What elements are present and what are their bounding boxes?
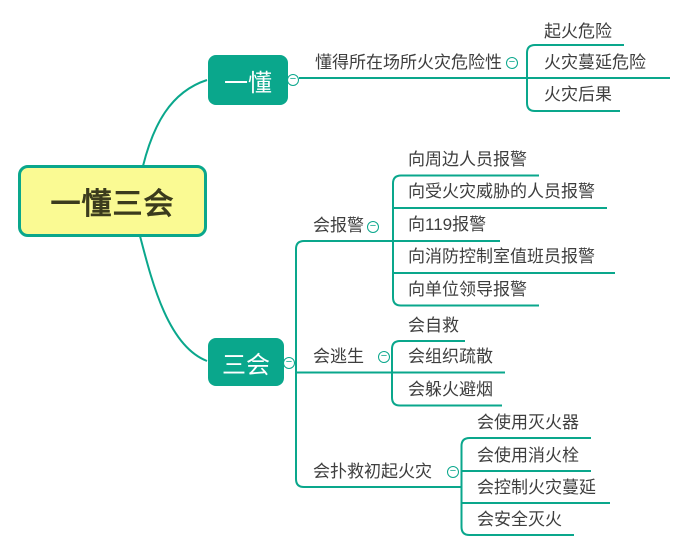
subtopic-xiang-shou-weixie-baojing[interactable]: 向受火灾威胁的人员报警 <box>408 182 595 201</box>
subtopic-hui-kongzhi-huozai-manyan[interactable]: 会控制火灾蔓延 <box>477 477 596 497</box>
collapse-toggle-hui-taosheng[interactable]: − <box>378 351 390 363</box>
root-topic[interactable]: 一懂三会 <box>18 165 207 237</box>
topic-hui-taosheng[interactable]: 会逃生 <box>313 347 364 366</box>
minus-icon: − <box>369 220 377 232</box>
collapse-toggle-sanhui[interactable]: − <box>283 357 295 369</box>
subtopic-xiang-xiaofang-kongzhishi-baojing[interactable]: 向消防控制室值班员报警 <box>408 247 595 266</box>
subtopic-huozai-houguo[interactable]: 火灾后果 <box>544 85 612 104</box>
subtopic-hui-zijiu[interactable]: 会自救 <box>408 315 459 335</box>
subtopic-hui-shiyong-xiaohuoshuan[interactable]: 会使用消火栓 <box>477 445 579 465</box>
main-topic-sanhui[interactable]: 三会 <box>208 338 284 386</box>
subtopic-huozai-manyan-weixian[interactable]: 火灾蔓延危险 <box>544 52 646 72</box>
collapse-toggle-hui-baojing[interactable]: − <box>367 221 379 233</box>
bracket-dongde-children <box>526 44 624 112</box>
minus-icon: − <box>508 56 516 68</box>
topic-hui-baojing[interactable]: 会报警 <box>313 216 364 235</box>
collapse-toggle-hui-pujiu[interactable]: − <box>447 466 459 478</box>
subtopic-xiang-zhoubian-baojing[interactable]: 向周边人员报警 <box>408 149 527 169</box>
minus-icon: − <box>449 465 457 477</box>
subtopic-hui-zuzhi-shusan[interactable]: 会组织疏散 <box>408 347 493 366</box>
minus-icon: − <box>285 356 293 368</box>
minus-icon: − <box>380 350 388 362</box>
minus-icon: − <box>289 73 297 85</box>
curve-root-to-yidong <box>142 79 208 167</box>
collapse-toggle-dongde[interactable]: − <box>506 57 518 69</box>
topic-hui-pujiu-chuqi-huozai[interactable]: 会扑救初起火灾 <box>313 461 432 481</box>
collapse-toggle-yidong[interactable]: − <box>287 74 299 86</box>
subtopic-xiang-119-baojing[interactable]: 向119报警 <box>408 214 487 234</box>
bracket-huibaojing-children <box>392 174 539 307</box>
subtopic-qihuo-weixian[interactable]: 起火危险 <box>544 22 612 41</box>
bracket-huipujiu-children <box>460 437 591 536</box>
subtopic-hui-duohuo-biyan[interactable]: 会躲火避烟 <box>408 380 493 399</box>
subtopic-hui-anquan-miehuo[interactable]: 会安全灭火 <box>477 509 562 529</box>
curve-root-to-sanhui <box>139 235 208 362</box>
main-topic-yidong[interactable]: 一懂 <box>208 55 288 105</box>
topic-dongde-fire-risk[interactable]: 懂得所在场所火灾危险性 <box>315 52 502 72</box>
bracket-sanhui-children <box>295 240 500 488</box>
subtopic-hui-shiyong-miehuoqi[interactable]: 会使用灭火器 <box>477 412 579 432</box>
bracket-huitaosheng-children <box>391 340 502 407</box>
subtopic-xiang-danwei-lingdao-baojing[interactable]: 向单位领导报警 <box>408 279 527 299</box>
